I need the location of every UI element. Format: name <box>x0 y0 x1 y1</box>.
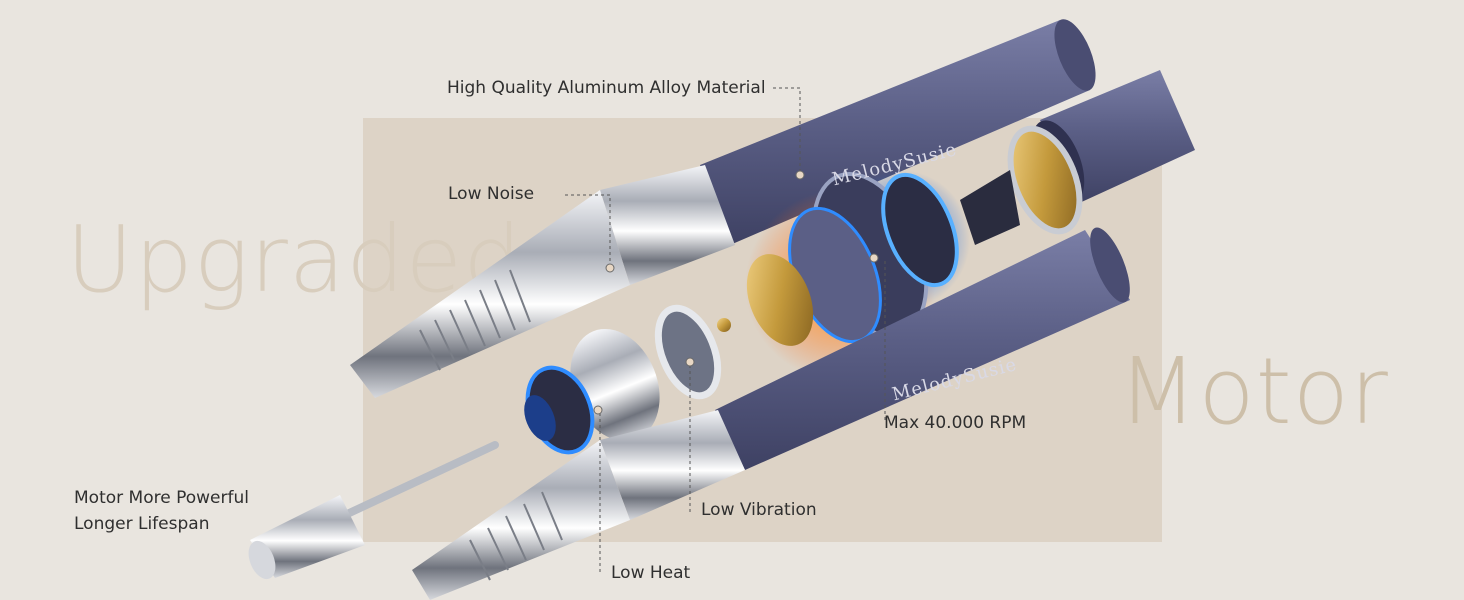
headline-left-word: Upgraded <box>66 206 523 313</box>
spindle-shaft <box>248 441 499 580</box>
headline-right-word: Motor <box>1118 338 1389 445</box>
callout-low-noise: Low Noise <box>448 184 535 204</box>
callout-motor-power-line1: Motor More Powerful <box>74 488 249 508</box>
callout-max-rpm: Max 40.000 RPM <box>884 413 1027 433</box>
callout-motor-power: Motor More Powerful Longer Lifespan <box>74 485 249 537</box>
callout-leaders <box>565 87 886 572</box>
lower-motor-cup <box>524 328 660 455</box>
callout-low-heat: Low Heat <box>611 563 691 583</box>
upper-tube <box>700 19 1096 245</box>
callout-dots <box>593 170 879 415</box>
callout-motor-power-line2: Longer Lifespan <box>74 514 210 534</box>
lower-chrome-nose <box>412 410 745 600</box>
callout-low-vibration: Low Vibration <box>701 500 817 520</box>
middle-bearing <box>654 304 722 400</box>
lower-tube <box>715 227 1130 470</box>
callout-material: High Quality Aluminum Alloy Material <box>447 78 766 98</box>
upper-chrome-nose <box>350 165 735 398</box>
small-washer <box>717 318 731 332</box>
gold-bearing-ring <box>1007 125 1083 235</box>
motor-rotor <box>746 170 1020 346</box>
